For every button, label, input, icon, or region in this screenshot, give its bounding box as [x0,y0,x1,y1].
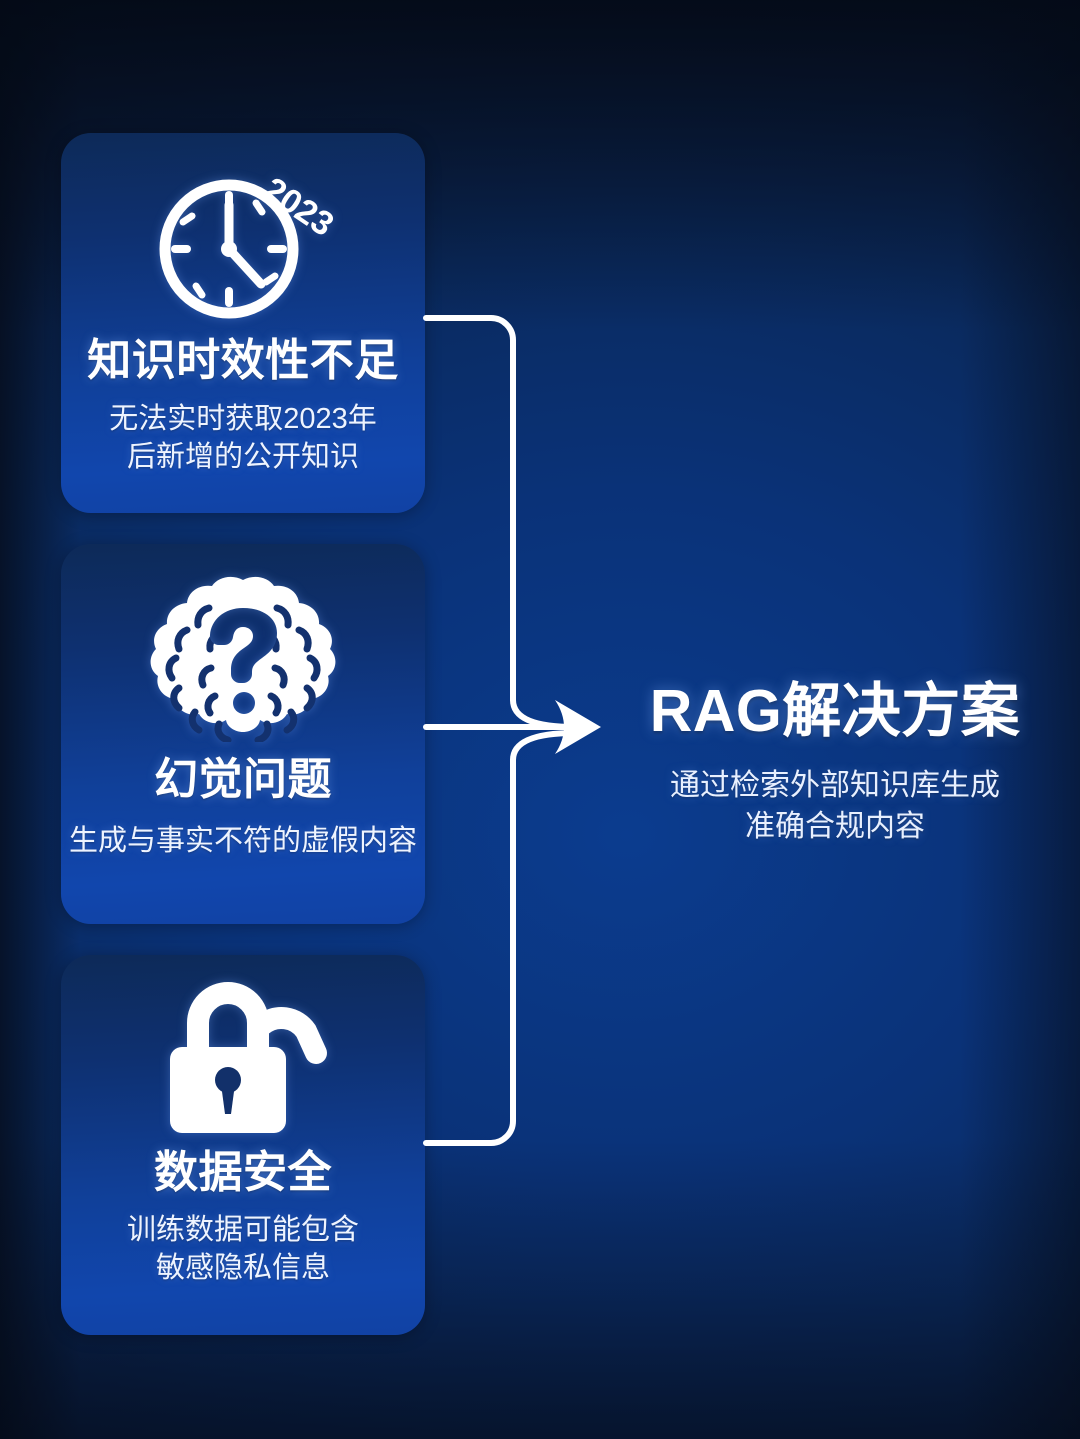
problem-card-knowledge-freshness[interactable]: 2023 知识时效性不足 无法实时获取2023年 后新增的公开知识 [61,133,425,513]
connector-merge-lower [510,730,578,763]
connector-branch-bottom [423,757,516,1146]
connector-branch-top [423,315,516,703]
problem-card-desc: 生成与事实不符的虚假内容 [68,825,417,857]
problem-card-title: 知识时效性不足 [87,336,399,385]
clock-icon: 2023 [143,155,343,327]
problem-card-title: 幻觉问题 [154,755,332,804]
solution-title: RAG解决方案 [649,678,1021,744]
problem-card-title: 数据安全 [154,1148,332,1197]
arrow-head-icon [555,700,601,754]
brain-question-icon [145,572,341,742]
problem-card-data-security[interactable]: 数据安全 训练数据可能包含 敏感隐私信息 [61,955,425,1335]
problem-card-desc: 无法实时获取2023年 后新增的公开知识 [109,403,377,474]
problem-card-hallucination[interactable]: 幻觉问题 生成与事实不符的虚假内容 [61,544,425,924]
solution-desc: 通过检索外部知识库生成 准确合规内容 [670,769,1000,844]
unlocked-padlock-icon [150,979,336,1137]
clock-year-label: 2023 [257,170,341,244]
connector-merge-upper [510,697,578,730]
problem-card-desc: 训练数据可能包含 敏感隐私信息 [126,1214,359,1285]
solution-block: RAG解决方案 通过检索外部知识库生成 准确合规内容 [600,682,1070,848]
